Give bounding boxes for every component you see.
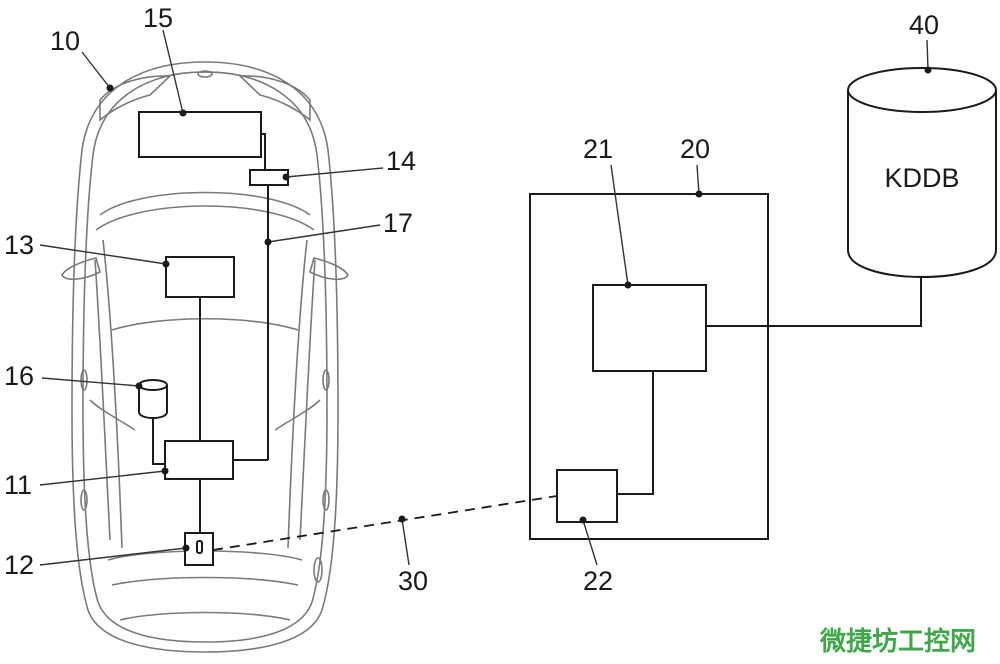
label-22: 22: [583, 566, 613, 596]
anchor-dots: [106, 66, 932, 552]
unit-14-box: [249, 169, 289, 186]
watermark: 微捷坊工控网: [819, 626, 976, 657]
label-20: 20: [680, 134, 710, 164]
unit-12-antenna: [196, 540, 203, 554]
unit-21-box: [592, 284, 707, 372]
label-11: 11: [4, 470, 32, 500]
kddb-label: KDDB: [884, 163, 959, 193]
wireless-link-30: [212, 495, 558, 551]
label-40: 40: [909, 10, 939, 40]
unit-15-box: [138, 111, 262, 158]
link-21-22: [617, 371, 654, 495]
leader-lines: [39, 29, 929, 566]
unit-16-cylinder: [138, 379, 168, 419]
label-15: 15: [143, 3, 173, 33]
label-21: 21: [583, 134, 613, 164]
unit-11-box: [164, 440, 234, 480]
label-16: 16: [4, 361, 34, 391]
label-17: 17: [383, 208, 413, 238]
label-12: 12: [4, 550, 34, 580]
label-10: 10: [50, 26, 80, 56]
link-21-40: [706, 276, 922, 327]
kddb-cylinder: [847, 67, 997, 278]
label-30: 30: [398, 566, 428, 596]
unit-13-box: [165, 256, 235, 298]
label-14: 14: [386, 146, 416, 176]
vehicle-wiring: [152, 133, 269, 533]
label-13: 13: [4, 230, 34, 260]
unit-22-box: [556, 469, 618, 523]
